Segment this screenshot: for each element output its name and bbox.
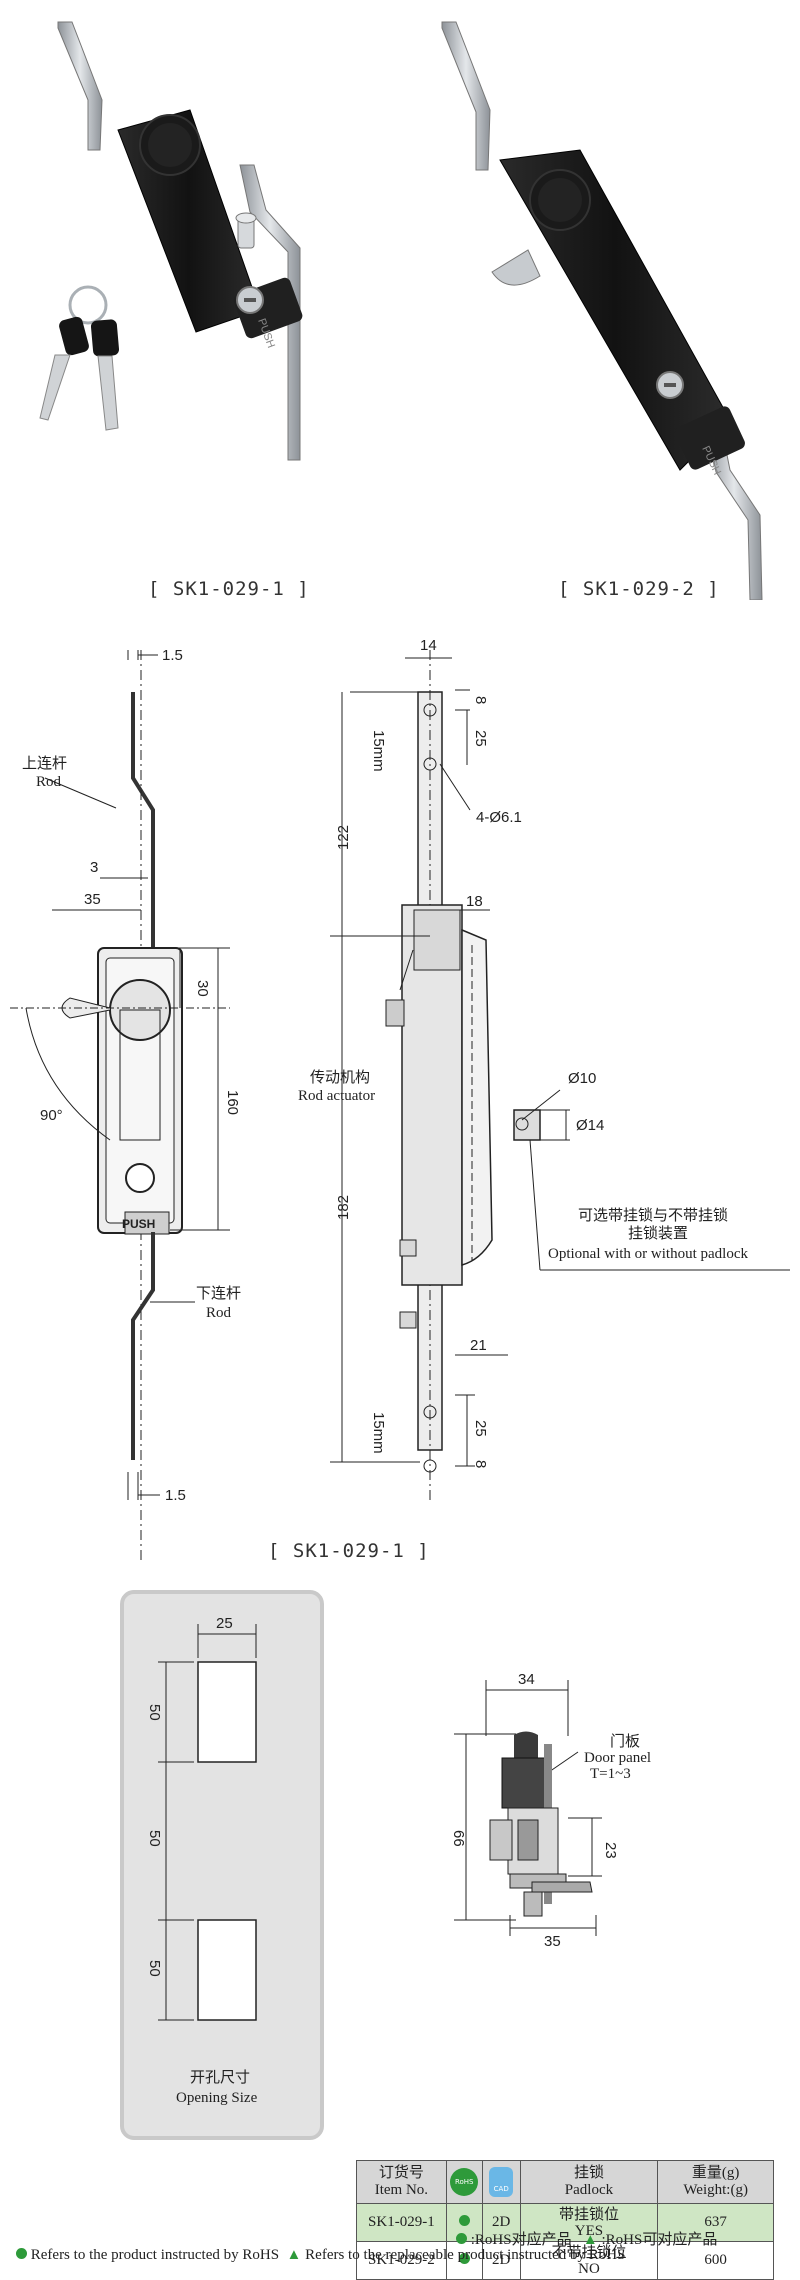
row-cad: 2D [481, 2203, 521, 2242]
opening-dim-25: 25 [216, 1615, 233, 1632]
spec-table-header-row: 订货号 Item No. RoHS CAD 挂锁 Padlock 重量(g) W… [356, 2160, 774, 2204]
header-padlock-cn: 挂锁 [573, 2165, 604, 2181]
caption-sk1-029-2: [ SK1-029-2 ] [558, 578, 720, 600]
padlock-note-cn-1: 可选带挂锁与不带挂锁 [578, 1206, 728, 1224]
door-panel-thickness: T=1~3 [590, 1766, 631, 1782]
header-padlock: 挂锁 Padlock [519, 2160, 659, 2204]
legend-cn: :RoHS对应产品 ▲ :RoHS可对应产品 [456, 2228, 717, 2249]
rod-bottom-label-cn: 下连杆 [196, 1284, 241, 1302]
padlock-note-cn-2: 挂锁装置 [628, 1224, 688, 1242]
cad-icon: CAD [489, 2167, 514, 2197]
header-item-cn: 订货号 [378, 2165, 424, 2181]
dim-phi10: Ø10 [568, 1070, 596, 1087]
dim-25-top: 25 [472, 730, 489, 747]
dim-35: 35 [84, 891, 101, 908]
rod-actuator-cn: 传动机构 [310, 1068, 370, 1086]
rohs-legend-dot-icon [16, 2248, 27, 2259]
rod-bottom-label-en: Rod [206, 1305, 232, 1321]
padlock-note-en: Optional with or without padlock [548, 1246, 748, 1262]
hole-spec: 4-Ø6.1 [476, 809, 522, 826]
rod-top-label-cn: 上连杆 [22, 754, 67, 772]
keys-illustration [39, 285, 120, 431]
caption-sk1-029-1: [ SK1-029-1 ] [148, 578, 310, 600]
side-dim-34: 34 [518, 1671, 535, 1688]
angle-90: 90° [40, 1107, 63, 1124]
header-item-en: Item No. [374, 2182, 429, 2198]
caption-drawing: [ SK1-029-1 ] [268, 1540, 430, 1562]
opening-dim-50-b: 50 [146, 1830, 163, 1847]
rohs-dot-icon [458, 2215, 470, 2226]
dim-30: 30 [194, 980, 211, 997]
product-photo-sk1-029-2: PUSH [441, 21, 763, 600]
dim-phi14: Ø14 [576, 1117, 604, 1134]
side-dim-66: 66 [450, 1830, 467, 1847]
header-weight: 重量(g) Weight:(g) [657, 2160, 774, 2204]
dim-25-bottom: 25 [472, 1420, 489, 1437]
push-label-drawing: PUSH [122, 1217, 155, 1231]
legend-replaceable-en: Refers to the replaceable product instru… [305, 2247, 626, 2263]
dim-rod-thickness-bottom: 1.5 [165, 1487, 186, 1504]
rohs-icon: RoHS [450, 2168, 479, 2196]
opening-size-panel: 25 50 50 50 开孔尺寸 Opening Size [120, 1590, 324, 2140]
triangle-icon: ▲ [286, 2247, 302, 2263]
header-padlock-en: Padlock [564, 2182, 614, 2198]
legend-rohs-en: Refers to the product instructed by RoHS [30, 2247, 280, 2263]
rod-actuator-en: Rod actuator [298, 1088, 375, 1104]
row-weight: 637 [657, 2203, 774, 2242]
opening-title-en: Opening Size [176, 2090, 258, 2106]
row-padlock: 带挂锁位 YES [519, 2203, 659, 2242]
header-item-no: 订货号 Item No. [356, 2160, 447, 2204]
header-cad: CAD [481, 2160, 521, 2204]
product-photos: PUSH PUSH [39, 21, 763, 600]
technical-drawing: 1.5 上连杆 Rod 3 35 30 160 90° PUSH 下连杆 Rod… [10, 637, 790, 1560]
dim-8-bottom: 8 [472, 1460, 489, 1468]
dim-15mm-bottom: 15mm [370, 1412, 387, 1454]
dim-3: 3 [90, 859, 98, 876]
table-row: SK1-029-1 2D 带挂锁位 YES 637 [356, 2203, 774, 2242]
row-padlock-en: YES [574, 2222, 604, 2239]
legend-replaceable-cn: :RoHS可对应产品 [601, 2232, 718, 2248]
door-panel-cn: 门板 [610, 1732, 640, 1750]
legend-rohs-cn: :RoHS对应产品 [470, 2232, 572, 2248]
dim-8-top: 8 [472, 696, 489, 704]
header-weight-en: Weight:(g) [683, 2182, 748, 2198]
product-photo-sk1-029-1: PUSH [39, 21, 303, 461]
dim-15mm-top: 15mm [370, 730, 387, 772]
door-panel-en: Door panel [584, 1750, 651, 1766]
rohs-legend-dot-icon [456, 2233, 467, 2244]
row-item: SK1-029-1 [356, 2203, 447, 2242]
dim-21: 21 [470, 1337, 487, 1354]
dim-18: 18 [466, 893, 483, 910]
dim-122: 122 [335, 825, 352, 850]
dim-182: 182 [335, 1195, 352, 1220]
opening-dim-50-c: 50 [146, 1960, 163, 1977]
triangle-icon: ▲ [582, 2232, 598, 2248]
opening-title-cn: 开孔尺寸 [190, 2068, 250, 2086]
dim-rod-thickness-top: 1.5 [162, 647, 183, 664]
opening-dim-50-a: 50 [146, 1704, 163, 1721]
dim-14: 14 [420, 637, 437, 654]
legend-en: Refers to the product instructed by RoHS… [16, 2247, 625, 2264]
rohs-dot-icon [458, 2253, 470, 2264]
row-padlock-cn: 带挂锁位 [558, 2206, 619, 2223]
side-view-drawing: 34 66 门板 Door panel T=1~3 23 35 [450, 1671, 651, 1950]
opening-size-drawing: 25 50 50 50 开孔尺寸 Opening Size [146, 1615, 258, 2106]
side-dim-23: 23 [602, 1842, 619, 1859]
row-padlock-cn: 不带挂锁位 [551, 2244, 627, 2261]
dim-160: 160 [224, 1090, 241, 1115]
header-weight-cn: 重量(g) [691, 2165, 740, 2181]
side-dim-35: 35 [544, 1933, 561, 1950]
header-rohs: RoHS [445, 2160, 483, 2204]
rod-top-label-en: Rod [36, 774, 62, 790]
